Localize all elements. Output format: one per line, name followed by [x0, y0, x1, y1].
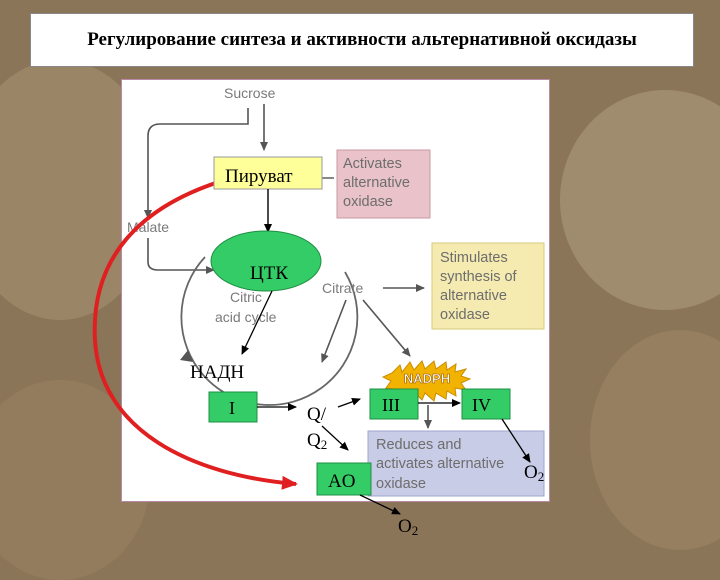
citrate-to-nadph-arrow [362, 299, 411, 357]
ao-box [316, 462, 372, 496]
citrate-label: Citrate [322, 280, 363, 296]
q-label-line1: Q/ [307, 404, 327, 425]
tca-label: ЦТК [250, 263, 288, 284]
citric-acid-cycle-label: acid cycle [215, 309, 277, 325]
q-label-line2: Q2 [307, 430, 327, 452]
activates-note-line: alternative [343, 175, 410, 191]
complex-iv-label: IV [472, 395, 491, 415]
complex-iv-box [461, 388, 511, 420]
malate-arrow [147, 238, 215, 274]
nadph-label: NADPH [404, 371, 450, 386]
pathway-diagram: Sucrose Malate Activates alternative oxi… [92, 85, 545, 538]
reduces-note-line: Reduces and [376, 437, 461, 453]
sucrose-label: Sucrose [224, 85, 276, 101]
tca-cycle-arrowhead [180, 350, 193, 362]
stimulates-note-line: Stimulates [440, 250, 508, 266]
activates-note [336, 149, 431, 219]
q-to-ao-arrow [321, 425, 349, 451]
stimulates-note-line: alternative [440, 288, 507, 304]
malate-label: Malate [127, 219, 169, 235]
sucrose-to-malate-arrow [144, 108, 249, 219]
reduces-note-line: activates alternative [376, 456, 504, 472]
q-to-complex-iii-arrow [337, 397, 361, 408]
reduces-note-line: oxidase [376, 476, 426, 492]
complex-i-label: I [229, 398, 235, 418]
red-regulation-arrow [92, 170, 298, 490]
complex-iii-label: III [382, 395, 400, 415]
citric-acid-cycle-label: Citric [230, 289, 262, 305]
complex-iii-box [369, 388, 419, 420]
complex-iv-to-o2-arrow [501, 418, 531, 463]
ao-to-o2-arrow [359, 494, 401, 515]
page-title: Регулирование синтеза и активности альте… [87, 29, 637, 50]
stimulates-note [431, 242, 545, 330]
ao-label: AO [328, 471, 355, 492]
stimulates-note-line: oxidase [440, 307, 490, 323]
o2-bottom-label: O2 [398, 516, 418, 538]
tca-ellipse [210, 230, 322, 292]
activates-note-line: Activates [343, 156, 402, 172]
tca-to-nadh-arrow [241, 290, 273, 355]
pyruvate-label: Пируват [225, 166, 293, 187]
nadh-label: НАДН [190, 362, 244, 383]
activates-note-line: oxidase [343, 194, 393, 210]
title-box: Регулирование синтеза и активности альте… [30, 13, 694, 67]
o2-right-label: O2 [524, 462, 544, 484]
complex-i-box [208, 391, 258, 423]
reduces-note [367, 430, 545, 497]
tca-cycle-circle [180, 256, 359, 406]
citrate-down-arrow [321, 299, 347, 363]
stimulates-note-line: synthesis of [440, 269, 518, 285]
background-texture [560, 90, 720, 310]
pyruvate-box [213, 156, 323, 190]
